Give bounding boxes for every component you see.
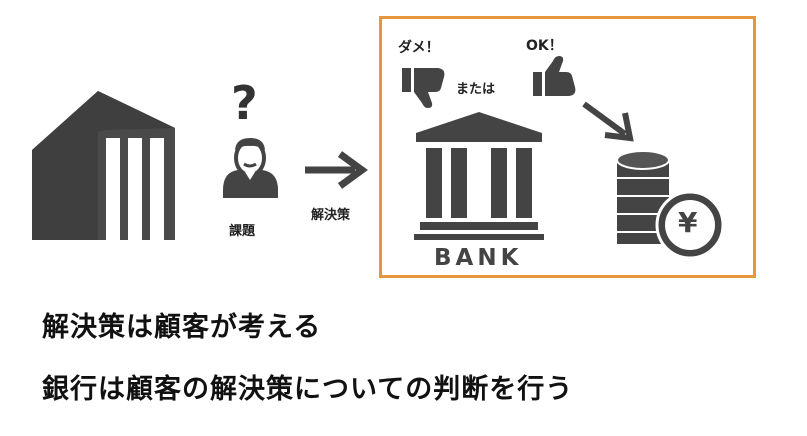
bank-label: BANK [434,245,523,271]
issue-label: 課題 [229,224,256,239]
solution-label: 解決策 [311,208,351,223]
statement-bank: 銀行は顧客の解決策についての判断を行う [42,374,574,405]
question-mark: ? [231,76,258,130]
ng-label: ダメ！ [398,40,440,56]
yen-symbol: ¥ [678,206,698,239]
or-label: または [456,82,496,97]
ok-label: OK！ [526,38,563,54]
bank-judgement-frame [379,16,756,278]
statement-customer: 解決策は顧客が考える [42,312,322,343]
